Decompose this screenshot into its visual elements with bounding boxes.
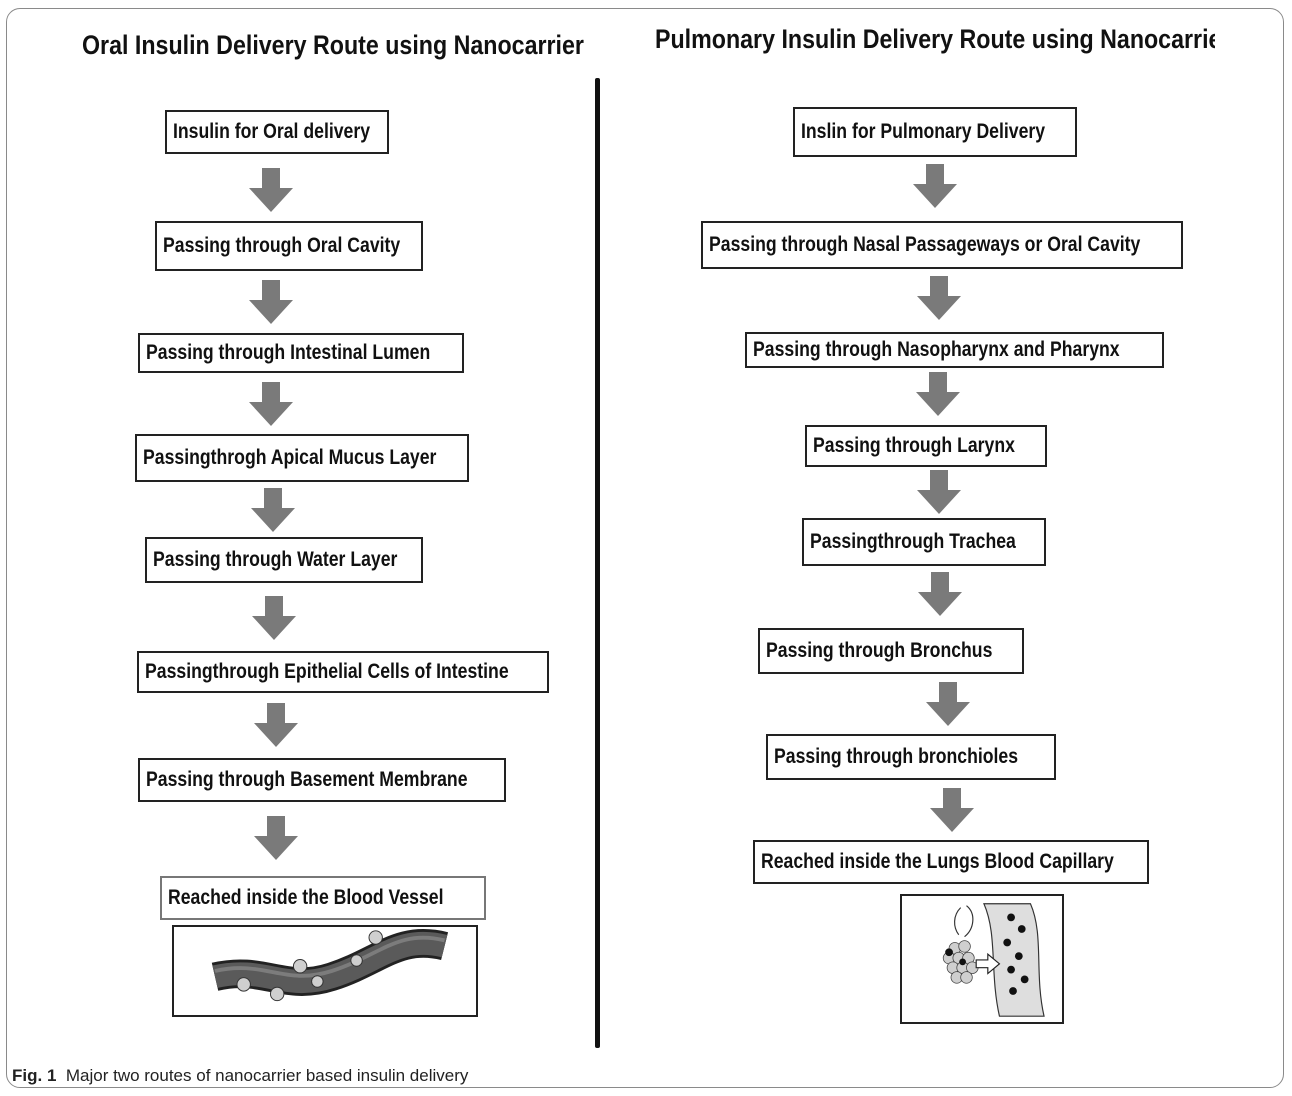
down-arrow-icon: [913, 164, 957, 208]
center-divider: [595, 78, 600, 1048]
down-arrow-icon: [916, 372, 960, 416]
pulmonary-step-1: Inslin for Pulmonary Delivery: [793, 107, 1077, 157]
oral-step-7: Passing through Basement Membrane: [138, 758, 506, 802]
pulmonary-route-title: Pulmonary Insulin Delivery Route using N…: [655, 24, 1215, 54]
pulmonary-step-4: Passing through Larynx: [805, 425, 1047, 467]
down-arrow-icon: [917, 276, 961, 320]
oral-step-1: Insulin for Oral delivery: [165, 110, 389, 154]
oral-step-4: Passingthrogh Apical Mucus Layer: [135, 434, 469, 482]
down-arrow-icon: [249, 280, 293, 324]
blood-vessel-image: [172, 925, 478, 1017]
oral-step-5: Passing through Water Layer: [145, 537, 423, 583]
down-arrow-icon: [917, 470, 961, 514]
pulmonary-step-7: Passing through bronchioles: [766, 734, 1056, 780]
down-arrow-icon: [249, 168, 293, 212]
pulmonary-step-6: Passing through Bronchus: [758, 628, 1024, 674]
down-arrow-icon: [249, 382, 293, 426]
figure-frame: [6, 8, 1284, 1088]
oral-step-3: Passing through Intestinal Lumen: [138, 333, 464, 373]
oral-step-2: Passing through Oral Cavity: [155, 221, 423, 271]
down-arrow-icon: [251, 488, 295, 532]
pulmonary-step-2: Passing through Nasal Passageways or Ora…: [701, 221, 1183, 269]
oral-step-6: Passingthrough Epithelial Cells of Intes…: [137, 651, 549, 693]
pulmonary-step-5: Passingthrough Trachea: [802, 518, 1046, 566]
down-arrow-icon: [254, 816, 298, 860]
oral-step-8: Reached inside the Blood Vessel: [160, 876, 486, 920]
down-arrow-icon: [930, 788, 974, 832]
pulmonary-step-8: Reached inside the Lungs Blood Capillary: [753, 840, 1149, 884]
pulmonary-step-3: Passing through Nasopharynx and Pharynx: [745, 332, 1164, 368]
down-arrow-icon: [926, 682, 970, 726]
down-arrow-icon: [918, 572, 962, 616]
oral-route-title: Oral Insulin Delivery Route using Nanoca…: [82, 30, 584, 60]
down-arrow-icon: [252, 596, 296, 640]
figure-caption: Fig. 1 Major two routes of nanocarrier b…: [12, 1066, 469, 1085]
down-arrow-icon: [254, 703, 298, 747]
alveolus-capillary-image: [900, 894, 1064, 1024]
